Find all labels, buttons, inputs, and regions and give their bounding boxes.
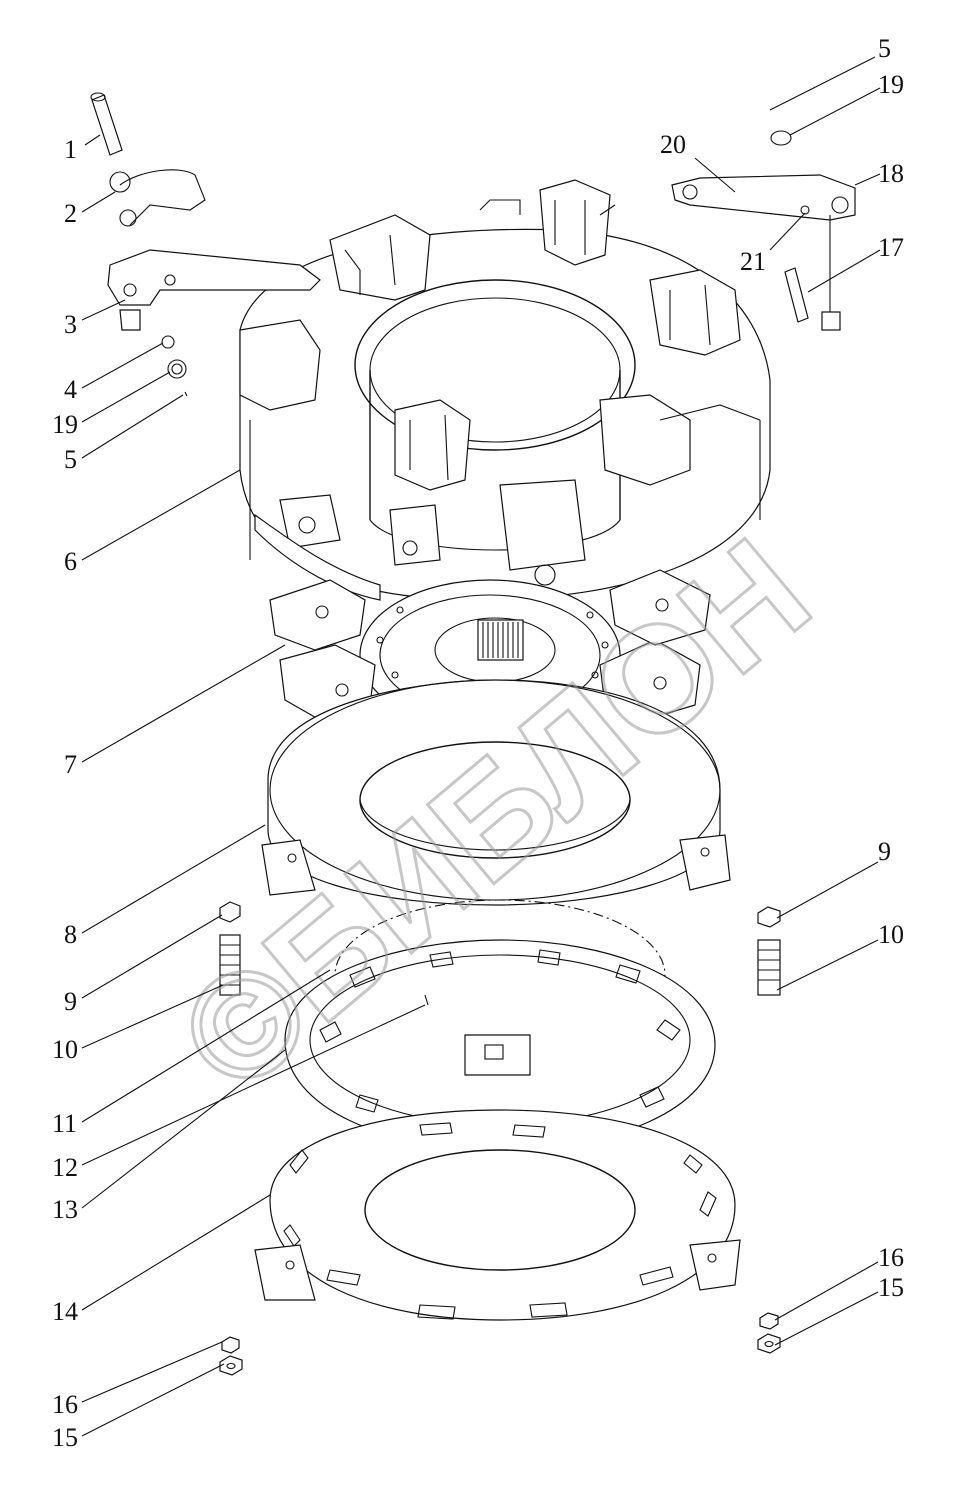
callout-4: 4 xyxy=(64,375,77,404)
callout-17: 17 xyxy=(878,233,904,262)
callout-labels: 1 2 3 4 19 5 6 7 8 9 10 11 12 13 14 16 1… xyxy=(52,34,904,1452)
callout-18: 18 xyxy=(878,159,904,188)
callout-21: 21 xyxy=(740,247,766,276)
callout-10-right: 10 xyxy=(878,920,904,949)
callout-16-left: 16 xyxy=(52,1390,78,1419)
callout-15-right: 15 xyxy=(878,1273,904,1302)
callout-12: 12 xyxy=(52,1153,78,1182)
callout-14: 14 xyxy=(52,1297,78,1326)
callout-13: 13 xyxy=(52,1195,78,1224)
callout-6: 6 xyxy=(64,547,77,576)
callout-2: 2 xyxy=(64,199,77,228)
callout-8: 8 xyxy=(64,920,77,949)
callout-9-left: 9 xyxy=(64,987,77,1016)
small-parts-left xyxy=(90,92,429,1376)
callout-5-right: 5 xyxy=(878,34,891,63)
callout-7: 7 xyxy=(64,750,77,779)
callout-16-right: 16 xyxy=(878,1243,904,1272)
callout-19-right: 19 xyxy=(878,70,904,99)
small-parts-right xyxy=(671,130,856,1354)
callout-3: 3 xyxy=(64,310,77,339)
backing-plate-part-14 xyxy=(254,1109,741,1321)
intermediate-plate-part-8 xyxy=(261,679,731,906)
callout-10-left: 10 xyxy=(52,1035,78,1064)
callout-9-right: 9 xyxy=(878,837,891,866)
callout-19-left: 19 xyxy=(52,410,78,439)
leader-lines xyxy=(81,56,881,1437)
callout-20: 20 xyxy=(660,130,686,159)
callout-5-left: 5 xyxy=(64,445,77,474)
callout-1: 1 xyxy=(64,135,77,164)
callout-11: 11 xyxy=(52,1109,77,1138)
plate-part-12 xyxy=(284,939,716,1151)
clutch-cover-part-6 xyxy=(239,179,771,601)
callout-15-left: 15 xyxy=(52,1423,78,1452)
